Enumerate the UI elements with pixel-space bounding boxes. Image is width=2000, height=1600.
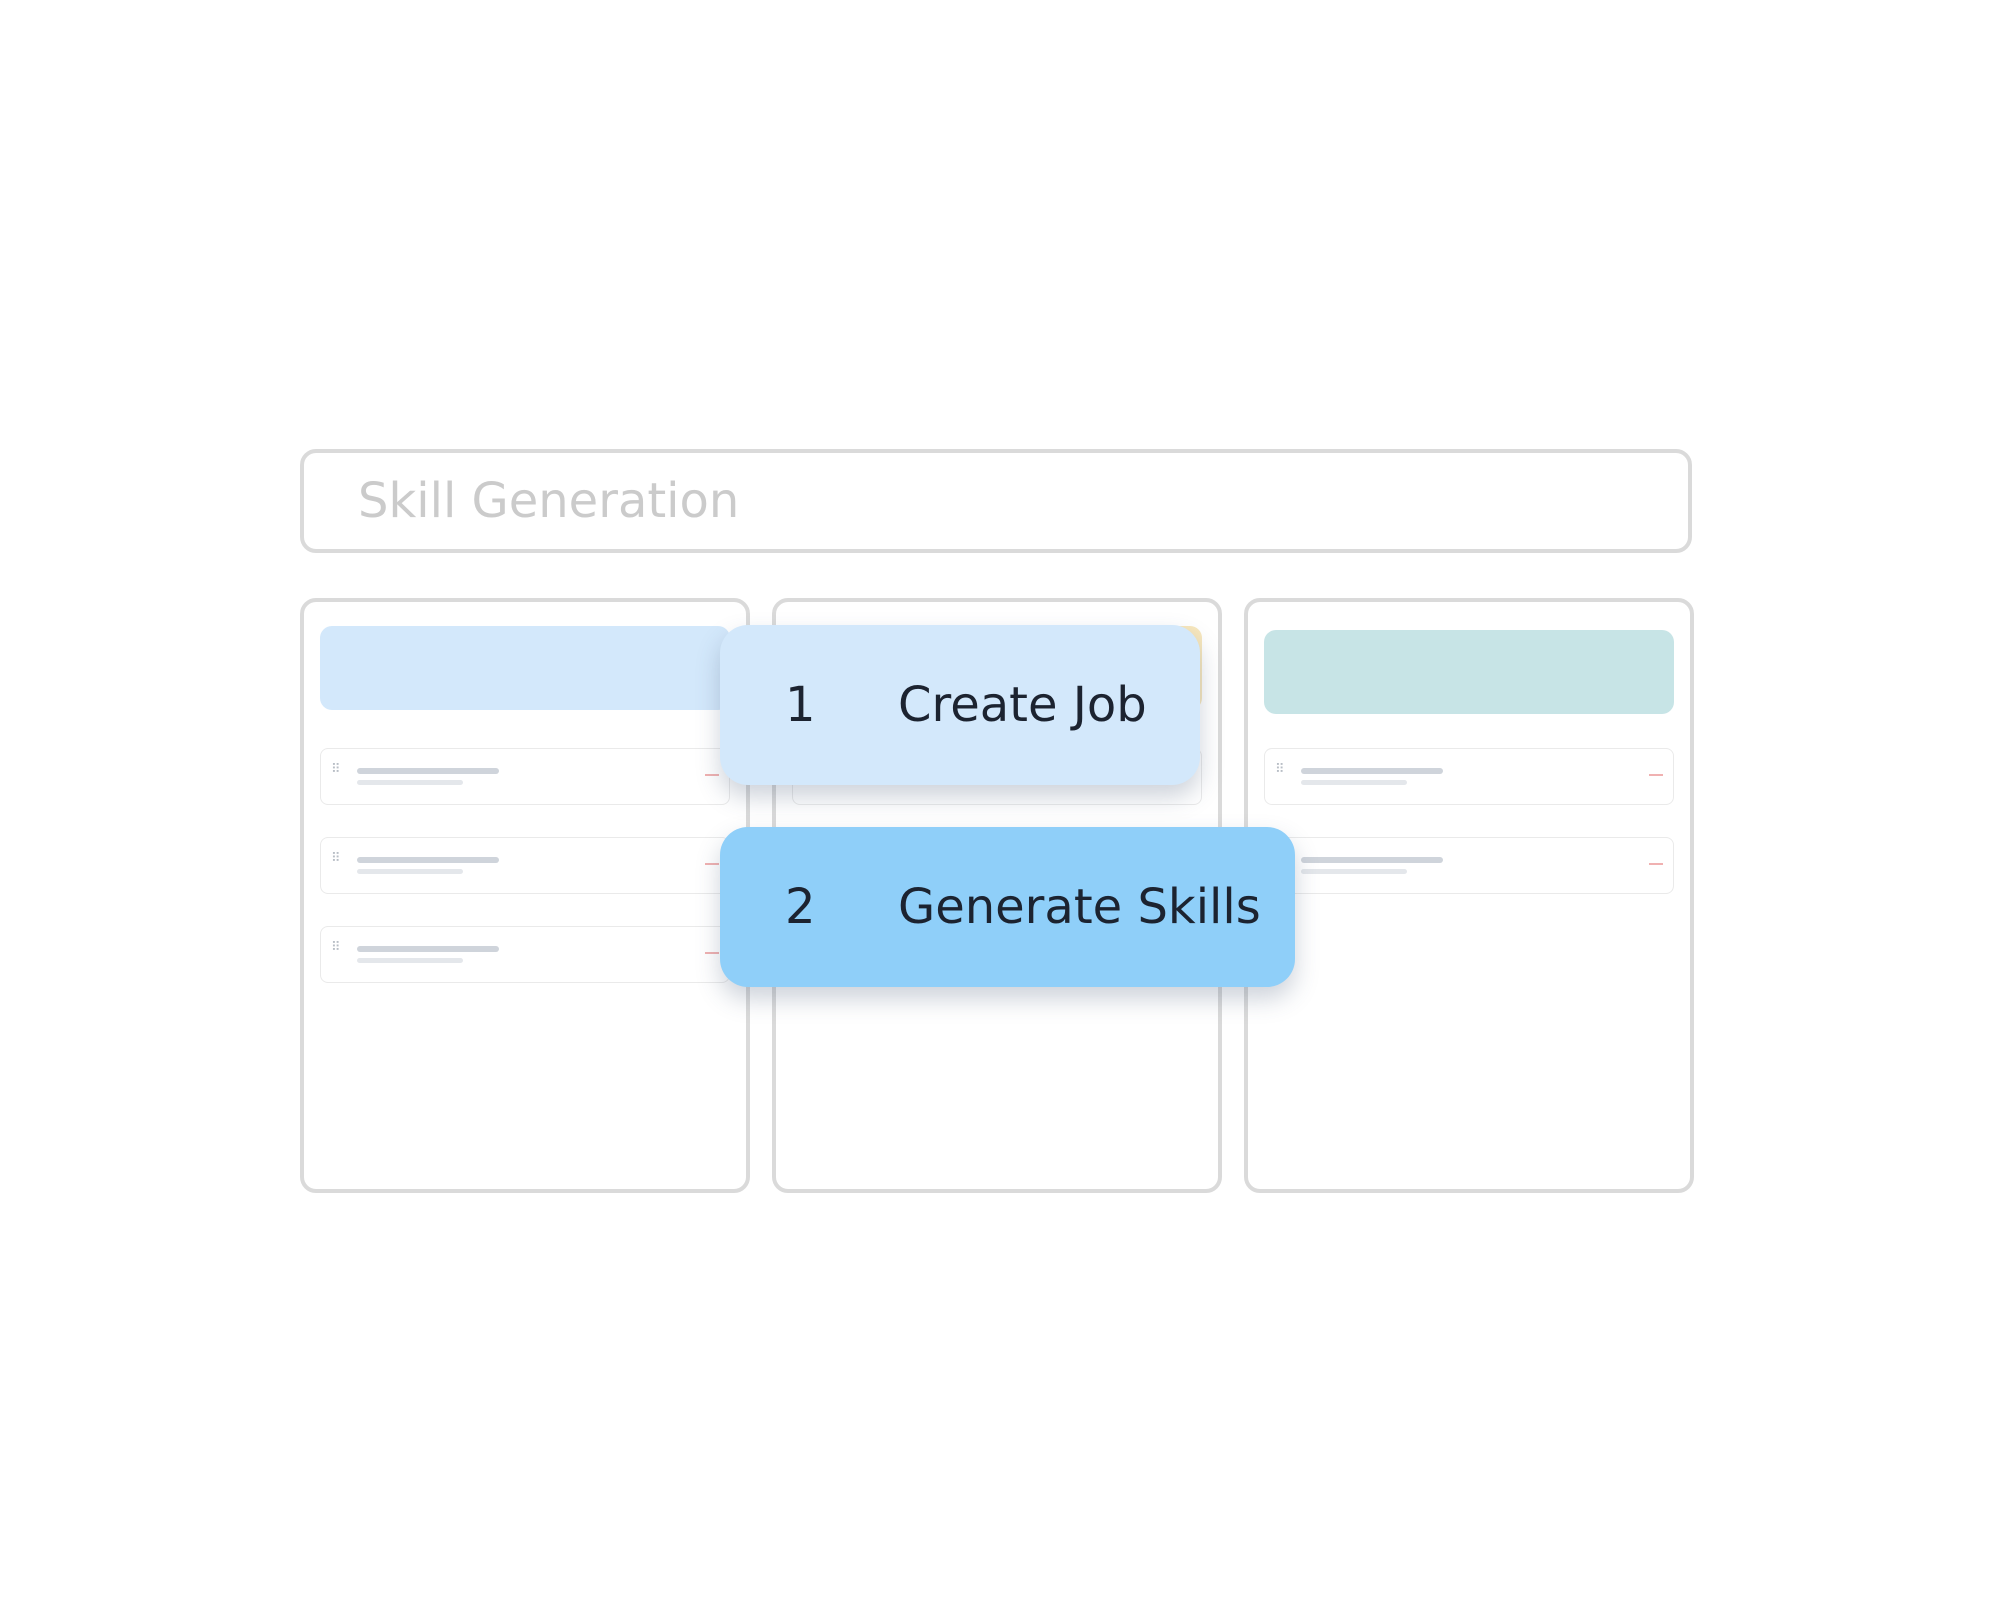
list-item[interactable]: ⠿ — [1264, 837, 1674, 894]
list-item[interactable]: ⠿ — [320, 748, 730, 805]
minus-icon[interactable] — [1649, 774, 1663, 776]
placeholder-line — [1301, 768, 1443, 774]
list-item[interactable]: ⠿ — [1264, 748, 1674, 805]
drag-handle-icon[interactable]: ⠿ — [331, 762, 342, 777]
step-label: Generate Skills — [898, 879, 1261, 935]
placeholder-line — [357, 768, 499, 774]
page-title: Skill Generation — [358, 473, 740, 529]
placeholder-line — [1301, 857, 1443, 863]
placeholder-line — [357, 857, 499, 863]
minus-icon[interactable] — [705, 774, 719, 776]
drag-handle-icon[interactable]: ⠿ — [331, 940, 342, 955]
generate-skills-button[interactable]: 2 Generate Skills — [720, 827, 1295, 987]
placeholder-line — [1301, 780, 1407, 785]
placeholder-line — [357, 869, 463, 874]
column-1-header — [320, 626, 730, 710]
column-3: ⠿ ⠿ — [1244, 598, 1694, 1193]
minus-icon[interactable] — [705, 952, 719, 954]
create-job-button[interactable]: 1 Create Job — [720, 625, 1200, 785]
list-item[interactable]: ⠿ — [320, 837, 730, 894]
placeholder-line — [357, 780, 463, 785]
skill-generation-header: Skill Generation — [300, 449, 1692, 553]
drag-handle-icon[interactable]: ⠿ — [331, 851, 342, 866]
column-3-header — [1264, 630, 1674, 714]
drag-handle-icon[interactable]: ⠿ — [1275, 762, 1286, 777]
list-item[interactable]: ⠿ — [320, 926, 730, 983]
column-1: ⠿ ⠿ ⠿ — [300, 598, 750, 1193]
step-number: 2 — [785, 879, 816, 935]
placeholder-line — [357, 946, 499, 952]
minus-icon[interactable] — [1649, 863, 1663, 865]
step-label: Create Job — [898, 677, 1147, 733]
placeholder-line — [357, 958, 463, 963]
minus-icon[interactable] — [705, 863, 719, 865]
placeholder-line — [1301, 869, 1407, 874]
step-number: 1 — [785, 677, 816, 733]
